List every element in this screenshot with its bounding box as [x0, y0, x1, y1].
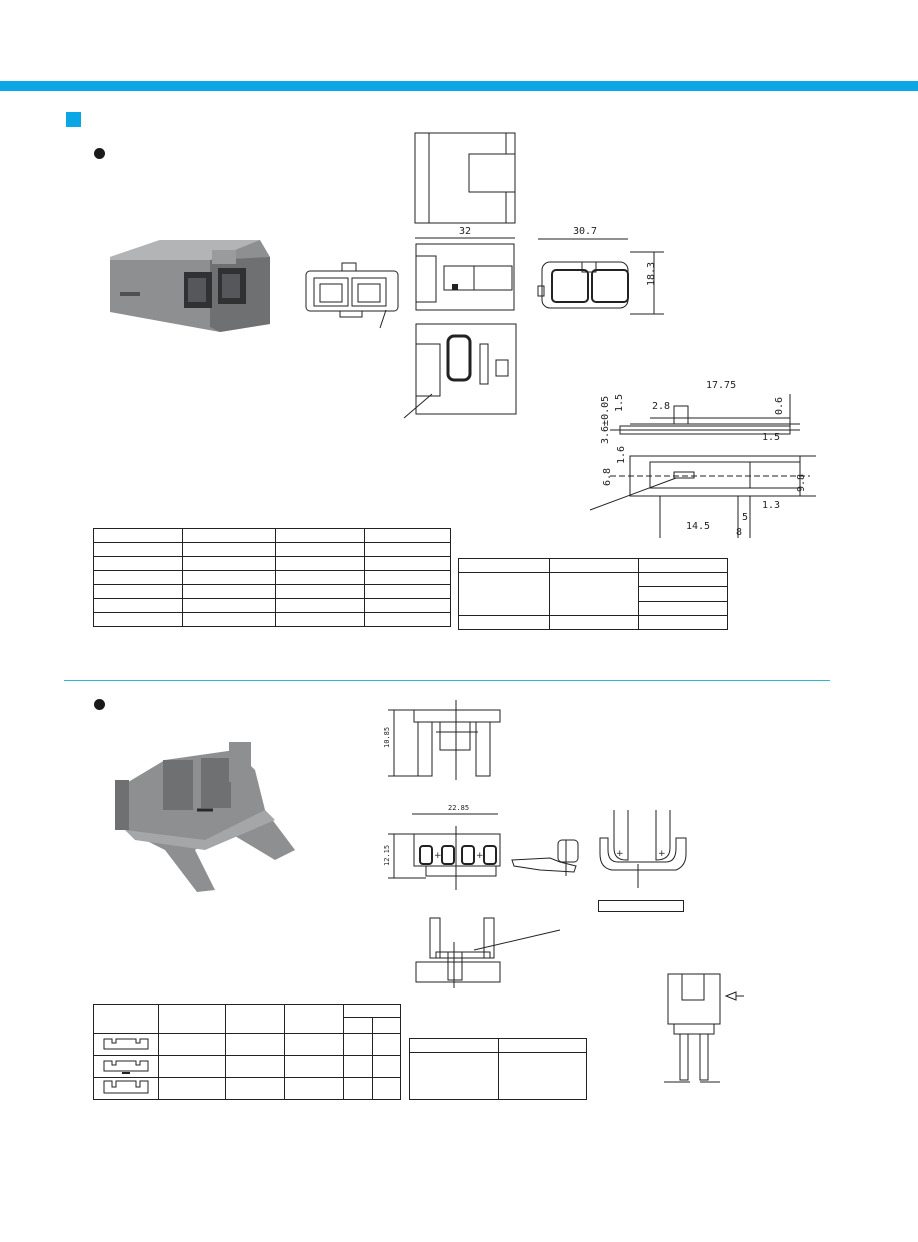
bullet-icon [94, 148, 105, 159]
spec-table-3 [93, 1003, 401, 1100]
connector-front-view [305, 262, 399, 329]
dim-1-5: 1.5 [762, 432, 781, 443]
svg-text:+: + [616, 849, 624, 859]
spec-table-2 [458, 558, 728, 630]
svg-text:+: + [434, 851, 442, 861]
bullet-icon [94, 699, 105, 710]
connector-top-view [414, 132, 516, 224]
dim-14-5: 14.5 [686, 521, 711, 532]
connector-side-view [415, 237, 515, 311]
holder-photo [115, 742, 295, 892]
terminal-shape-3 [93, 1077, 159, 1100]
terminal-shape-2 [93, 1055, 159, 1078]
holder-front-view [388, 700, 501, 780]
holder-end-view: + + [599, 810, 687, 888]
connector-bottom-view [403, 323, 517, 419]
spec-table-4 [409, 1038, 587, 1100]
holder-bottom-view [415, 917, 561, 988]
connector-rear-view [537, 238, 664, 315]
spec-table-1 [93, 528, 451, 627]
dim-width-30-7: 30.7 [573, 226, 598, 237]
terminal-shape-1 [93, 1033, 159, 1056]
terminal-drawing [589, 394, 816, 538]
square-icon [66, 112, 81, 127]
dim-8: 8 [736, 527, 743, 538]
holder-top-view: + + [388, 813, 501, 890]
dim-22-85: 22.85 [448, 804, 470, 812]
dim-width-32: 32 [459, 226, 472, 237]
connector-photo [110, 240, 270, 332]
svg-text:+: + [476, 851, 484, 861]
header-accent-bar [0, 81, 918, 91]
svg-text:+: + [658, 849, 666, 859]
label-box [598, 900, 684, 912]
dim-5: 5 [742, 512, 749, 523]
dim-1-3: 1.3 [762, 500, 781, 511]
section-divider [64, 680, 830, 681]
pin-terminal-view [664, 973, 744, 1083]
holder-side-view [511, 839, 579, 876]
dim-2-8: 2.8 [652, 401, 671, 412]
dim-17-75: 17.75 [706, 380, 737, 391]
